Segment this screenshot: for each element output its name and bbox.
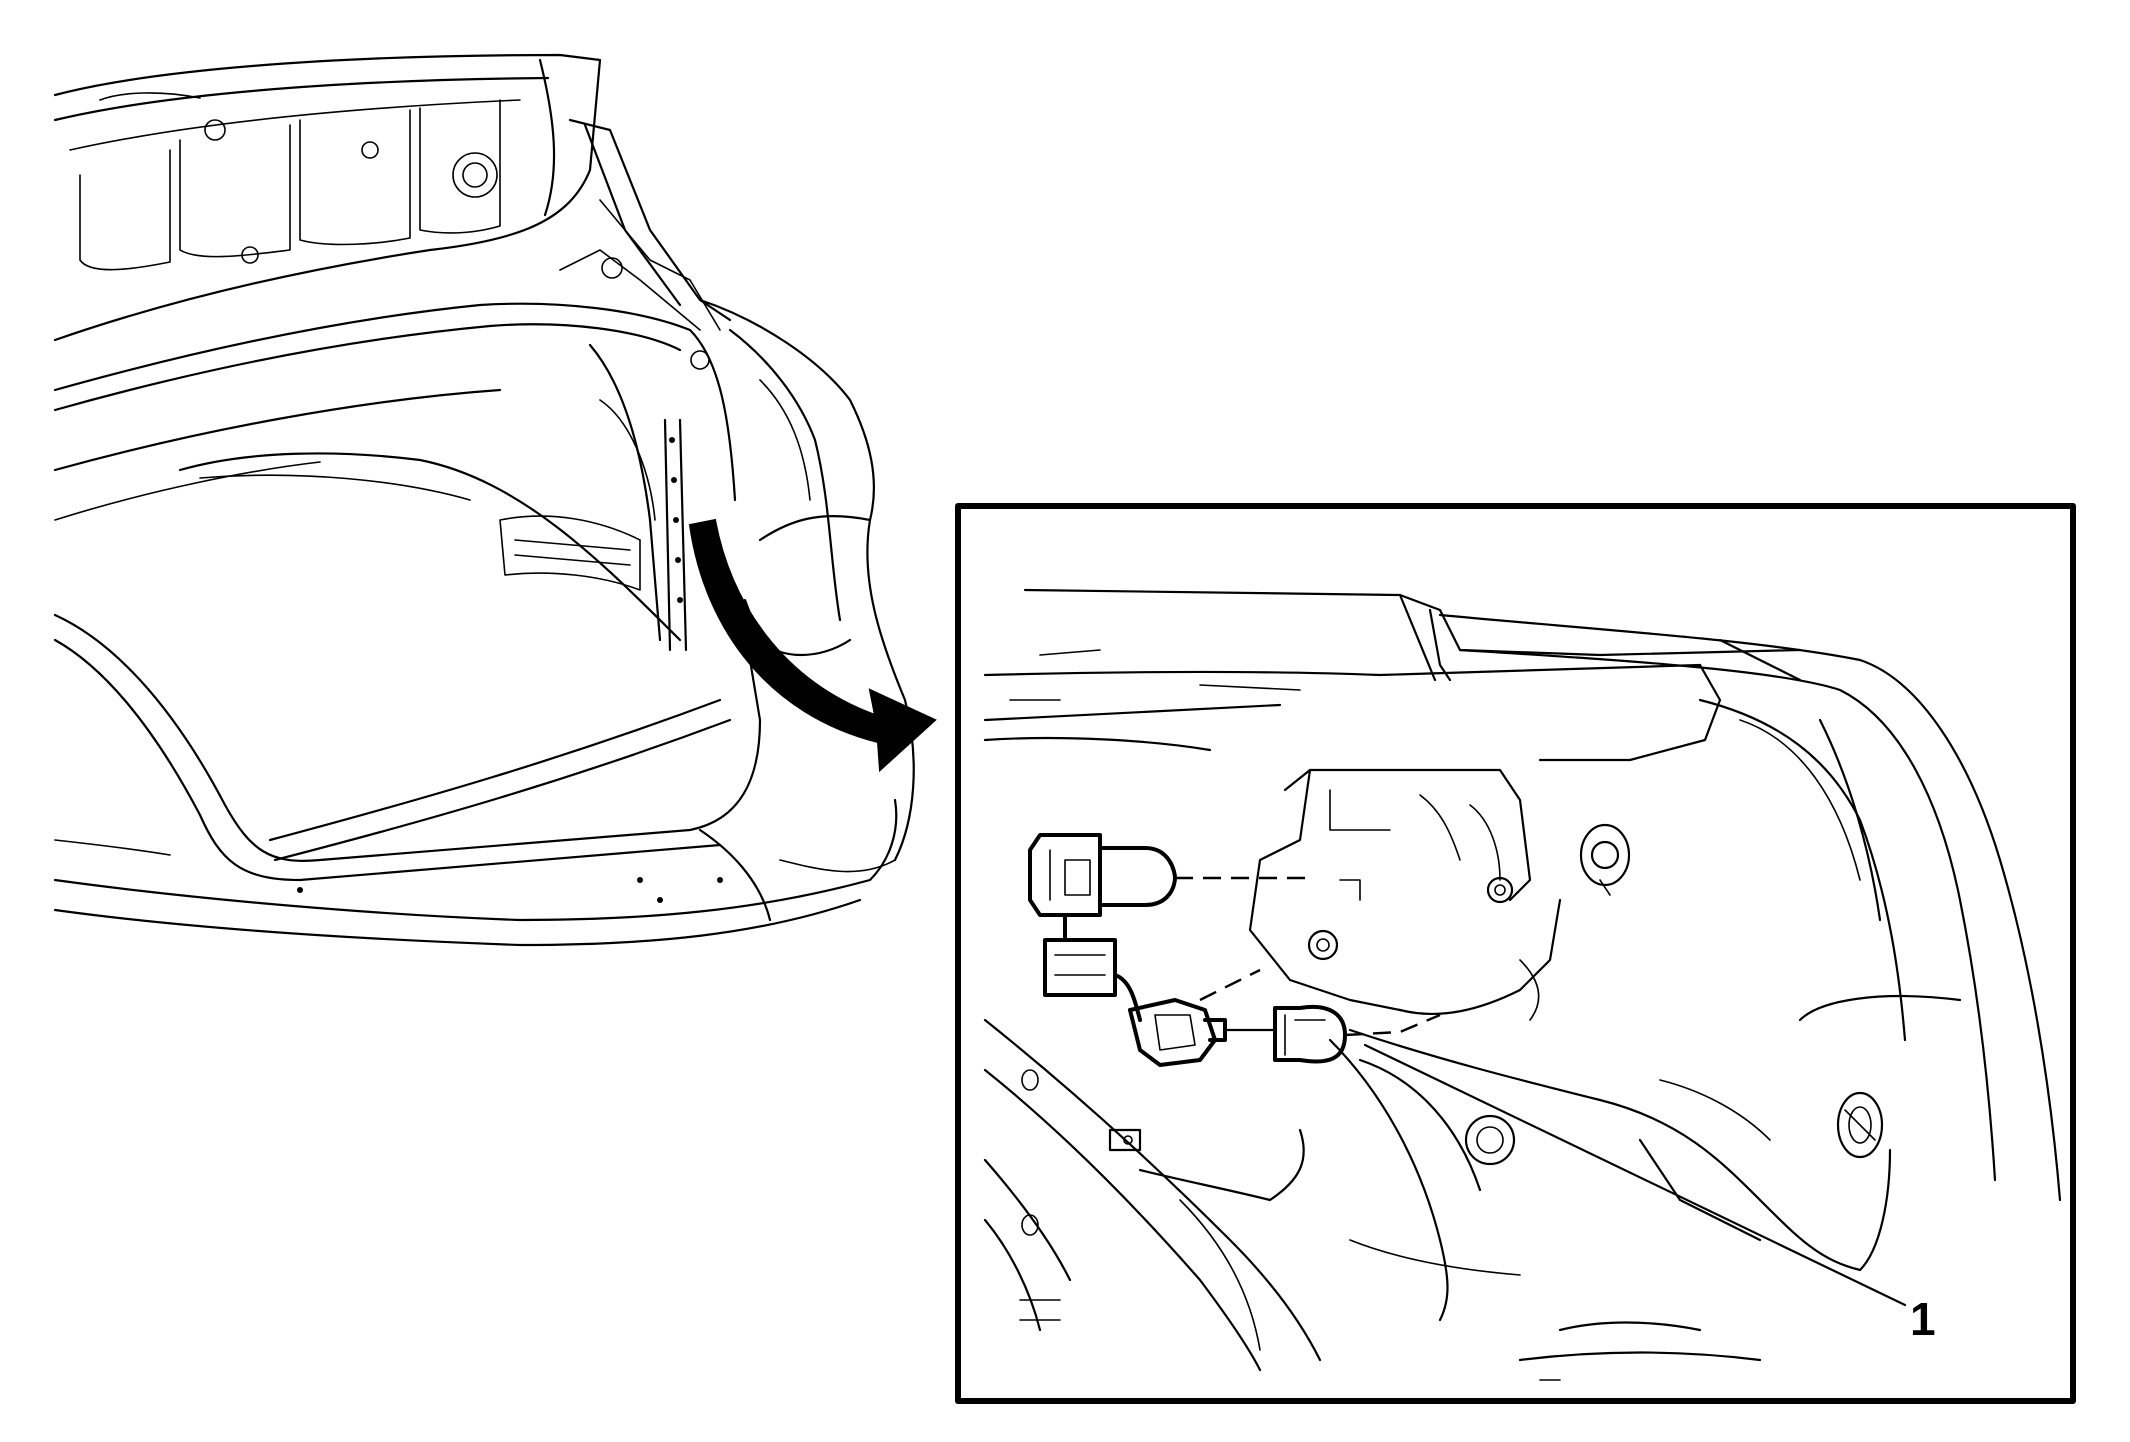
trunk-lid — [53, 53, 602, 342]
mounting-nut — [1579, 823, 1631, 896]
outer-panel — [1438, 613, 2062, 1202]
callout-1-label: 1 — [1910, 1293, 1936, 1345]
lamp-housing-panel — [1248, 768, 1631, 1021]
bulb-socket-lower — [1128, 998, 1227, 1067]
bulb-socket-upper — [1028, 833, 1177, 917]
detail-view: 1 — [955, 503, 2076, 1404]
detail-frame — [955, 503, 2076, 1404]
detail-arrow — [688, 518, 937, 773]
grommet — [1836, 1091, 1884, 1159]
callout-1: 1 — [1363, 1043, 1936, 1345]
bulb — [1273, 1004, 1347, 1064]
mounting-nut — [1307, 929, 1339, 961]
floor-lines — [983, 1018, 1561, 1381]
scuff-plate — [268, 698, 732, 862]
rear-quarter-panel — [698, 298, 915, 862]
inner-structure — [1328, 994, 1962, 1362]
rear-bumper — [53, 798, 898, 947]
wiring-connector — [1043, 938, 1117, 997]
vehicle-trunk-overview — [53, 53, 937, 947]
trunk-rail — [983, 588, 1802, 762]
trunk-opening — [53, 302, 762, 882]
mounting-nut — [1486, 876, 1514, 904]
hinge-strut — [559, 118, 732, 370]
installation-lines — [1175, 876, 1441, 1037]
lamp-socket-harness — [1028, 833, 1347, 1067]
